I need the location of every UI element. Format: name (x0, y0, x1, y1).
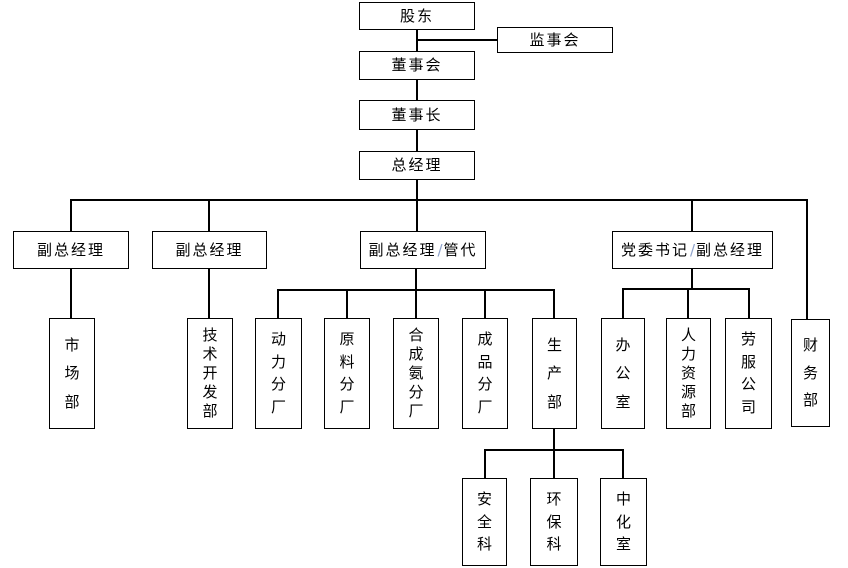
node-office-label: 办公室 (615, 335, 631, 411)
connector-line (806, 199, 808, 319)
node-general-manager: 总经理 (359, 151, 475, 180)
connector-line (70, 199, 807, 201)
node-finished-product-branch: 成品分厂 (462, 318, 508, 429)
node-power-branch: 动力分厂 (255, 318, 302, 429)
connector-line (622, 449, 624, 478)
node-deputy-gm-1: 副总经理 (13, 231, 129, 269)
connector-line (622, 288, 624, 318)
node-deputy-gm-mgmt-rep: 副总经理/管代 (360, 231, 486, 269)
node-shareholders: 股东 (359, 2, 475, 30)
connector-line (416, 80, 418, 100)
connector-line (277, 289, 279, 318)
connector-line (70, 199, 72, 231)
node-raw-material-branch: 原料分厂 (324, 318, 370, 429)
node-central-lab-label: 中化室 (615, 489, 631, 554)
node-party-secretary-deputy-gm: 党委书记/副总经理 (612, 231, 773, 269)
node-raw-material-branch-label: 原料分厂 (339, 329, 355, 417)
slash-separator: / (689, 240, 696, 259)
connector-line (553, 289, 555, 318)
node-finished-product-branch-label: 成品分厂 (477, 329, 493, 417)
node-labor-service-company-label: 劳服公司 (740, 329, 756, 417)
node-board-of-directors: 董事会 (359, 51, 475, 80)
node-hr-dept-label: 人力资源部 (680, 326, 696, 420)
node-tech-dev-dept-label: 技术开发部 (202, 326, 218, 420)
connector-line (748, 288, 750, 318)
node-safety-section-label: 安全科 (476, 489, 492, 554)
connector-line (70, 269, 72, 318)
node-power-branch-label: 动力分厂 (270, 329, 286, 417)
node-chairman: 董事长 (359, 100, 475, 130)
connector-line (622, 288, 749, 290)
node-labor-service-company: 劳服公司 (725, 318, 772, 429)
node-central-lab: 中化室 (600, 478, 647, 566)
connector-line (691, 199, 693, 231)
node-environment-section: 环保科 (530, 478, 578, 566)
connector-line (691, 269, 693, 289)
node-deputy-gm-1-label: 副总经理 (36, 240, 105, 259)
connector-line (553, 429, 555, 450)
node-general-manager-label: 总经理 (391, 156, 443, 174)
node-deputy-gm-2: 副总经理 (152, 231, 267, 269)
connector-line (416, 130, 418, 151)
connector-line (484, 449, 486, 478)
connector-line (553, 449, 555, 478)
slash-separator: / (437, 240, 443, 259)
node-office: 办公室 (601, 318, 645, 429)
node-safety-section: 安全科 (462, 478, 507, 566)
node-supervisory-board-label: 监事会 (529, 30, 581, 49)
node-marketing-dept-label: 市场部 (64, 335, 80, 411)
node-environment-section-label: 环保科 (546, 489, 562, 554)
connector-line (416, 30, 418, 52)
node-ammonia-branch-label: 合成氨分厂 (408, 326, 424, 420)
connector-line (416, 180, 418, 231)
node-ammonia-branch: 合成氨分厂 (393, 318, 439, 429)
connector-line (346, 289, 348, 318)
connector-line (416, 39, 497, 41)
node-board-of-directors-label: 董事会 (391, 56, 443, 74)
node-deputy-gm-2-label: 副总经理 (175, 240, 244, 259)
node-hr-dept: 人力资源部 (666, 318, 711, 429)
node-tech-dev-dept: 技术开发部 (187, 318, 233, 429)
node-shareholders-label: 股东 (399, 6, 434, 25)
node-supervisory-board: 监事会 (497, 27, 613, 53)
node-finance-dept-label: 财务部 (802, 335, 818, 410)
node-deputy-gm-mgmt-rep-label: 副总经理/管代 (368, 240, 478, 259)
connector-line (415, 289, 417, 318)
node-marketing-dept: 市场部 (49, 318, 95, 429)
node-production-dept-label: 生产部 (546, 335, 562, 411)
connector-line (484, 289, 486, 318)
node-finance-dept: 财务部 (791, 319, 830, 427)
connector-line (208, 199, 210, 231)
node-chairman-label: 董事长 (391, 105, 443, 124)
node-production-dept: 生产部 (532, 318, 577, 429)
connector-line (687, 288, 689, 318)
connector-line (415, 269, 417, 290)
node-party-secretary-deputy-gm-label: 党委书记/副总经理 (620, 240, 765, 259)
connector-line (208, 269, 210, 318)
